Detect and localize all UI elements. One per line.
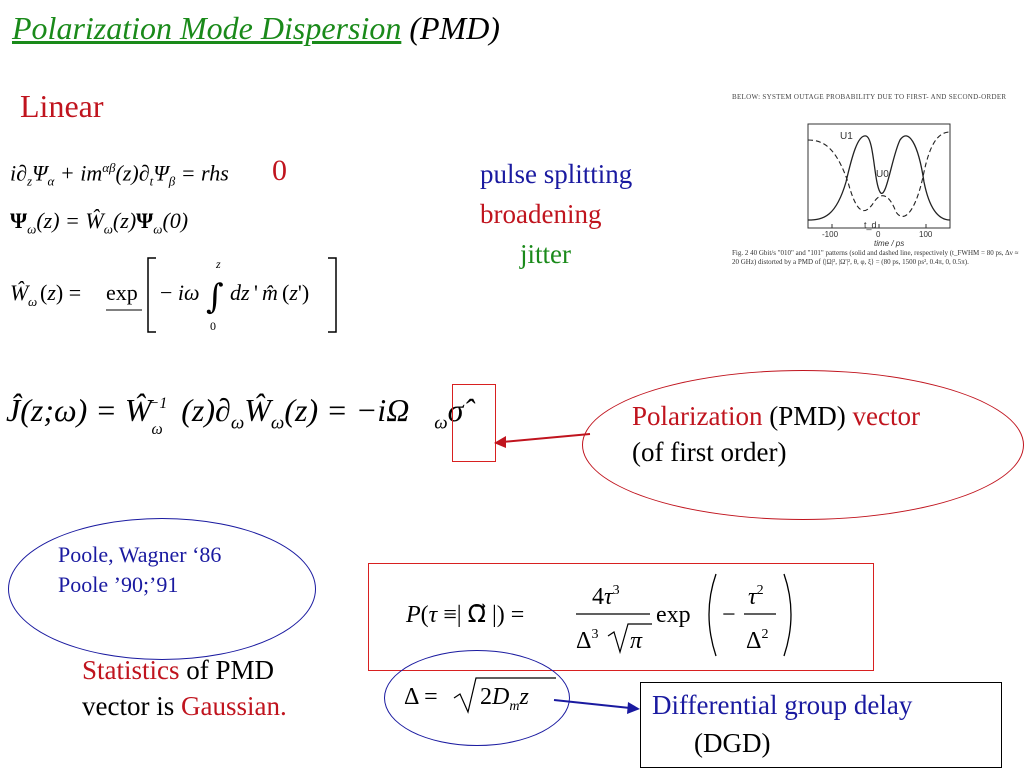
- delta-callout: [384, 650, 570, 746]
- probability-box: [368, 563, 874, 671]
- statistics-text: Statistics of PMD vector is Gaussian.: [82, 652, 287, 724]
- curve-label-u1: U1: [840, 131, 853, 142]
- svg-text:exp: exp: [106, 280, 138, 305]
- svg-text:Δ2: Δ2: [746, 627, 768, 654]
- svg-text:P(τ ≡| Ω⃗ |) =: P(τ ≡| Ω⃗ |) =: [405, 602, 524, 628]
- section-label-linear: Linear: [20, 88, 104, 124]
- statistics-gaussian: Gaussian.: [180, 691, 287, 721]
- effect-broadening: broadening: [480, 199, 602, 229]
- title-suffix: (PMD): [409, 10, 500, 46]
- svg-text:4τ3: 4τ3: [592, 583, 620, 610]
- equation-2: Ψω(z) = Ŵω(z)Ψω(0): [10, 208, 189, 237]
- x-axis-label: time / ps: [874, 239, 905, 248]
- curve-label-u0: U0: [876, 169, 889, 180]
- pmd-word-vector: vector: [852, 401, 920, 431]
- svg-text:τ2: τ2: [748, 583, 764, 610]
- statistics-word: Statistics: [82, 655, 180, 685]
- svg-text:0: 0: [210, 319, 216, 333]
- pmd-word-pmd: (PMD): [762, 401, 853, 431]
- pmd-vector-text: Polarization (PMD) vector (of first orde…: [632, 398, 920, 470]
- svg-text:Δ3: Δ3: [576, 627, 598, 654]
- arrow-to-omega: [494, 433, 591, 448]
- effect-jitter: jitter: [520, 239, 571, 269]
- equation-3-svg: Ŵ ω (z) = exp − iω ∫ z 0 dz ' m̂ (z'): [10, 257, 337, 333]
- svg-text:∫: ∫: [206, 277, 224, 317]
- equation-6-svg: Δ = 2Dmz: [404, 677, 556, 714]
- svg-text:dz: dz: [230, 280, 250, 305]
- dgd-text: Differential group delay (DGD): [652, 686, 912, 762]
- svg-text:m̂: m̂: [262, 280, 278, 305]
- equation-5-svg: P(τ ≡| Ω⃗ |) = 4τ3 Δ3 π exp − τ2 Δ2: [405, 573, 792, 657]
- svg-text:−: −: [722, 602, 736, 628]
- svg-text:Δ =: Δ =: [404, 684, 438, 710]
- references-callout: [8, 518, 316, 660]
- effects-list: pulse splitting broadening jitter: [480, 154, 632, 274]
- pulse-figure: BELOW: SYSTEM OUTAGE PROBABILITY DUE TO …: [724, 92, 1024, 284]
- svg-text:ω: ω: [28, 294, 37, 309]
- omega-highlight-box: [452, 384, 496, 462]
- figure-caption: Fig. 2 40 Gbit/s "010" and "101" pattern…: [732, 249, 1019, 266]
- svg-text:− iω: − iω: [160, 280, 200, 305]
- svg-text:Ŵ: Ŵ: [10, 280, 30, 305]
- svg-text:π: π: [630, 628, 643, 654]
- equation-1-zero: 0: [272, 154, 287, 187]
- svg-text:z: z: [215, 257, 221, 271]
- marker-label-td: t_d: [864, 220, 877, 230]
- svg-text:exp: exp: [656, 602, 691, 628]
- figure-header: BELOW: SYSTEM OUTAGE PROBABILITY DUE TO …: [732, 93, 1007, 101]
- page-title: Polarization Mode Dispersion (PMD): [12, 10, 500, 47]
- x-tick-0: 0: [876, 230, 881, 239]
- reference-line-2: Poole ’90;’91: [58, 572, 179, 597]
- svg-text:(z'): (z'): [282, 280, 309, 305]
- equation-4: Ĵ(z;ω) = Ŵω−1(z)∂ωŴω(z) = −iΩ⃗ωσ̂⃗: [6, 392, 489, 438]
- references-text: Poole, Wagner ‘86 Poole ’90;’91: [58, 540, 221, 600]
- equation-3: Ŵ ω (z) = exp − iω ∫ z 0 dz ' m̂ (z'): [10, 250, 340, 340]
- x-tick-100: 100: [919, 230, 933, 239]
- svg-text:': ': [254, 280, 258, 305]
- equation-1: i∂zΨα + imαβ(z)∂tΨβ = rhs: [10, 160, 229, 189]
- x-tick-minus100: -100: [822, 230, 839, 239]
- dgd-line-2: (DGD): [694, 728, 771, 758]
- title-main: Polarization Mode Dispersion: [12, 10, 402, 46]
- statistics-vector-is: vector is: [82, 691, 181, 721]
- dgd-line-1: Differential group delay: [652, 690, 913, 720]
- svg-text:(z) =: (z) =: [40, 280, 81, 305]
- pmd-word-polarization: Polarization: [632, 401, 763, 431]
- statistics-of-pmd: of PMD: [179, 655, 275, 685]
- pmd-first-order: (of first order): [632, 437, 787, 467]
- figure-plot-svg: [807, 123, 951, 229]
- svg-text:2Dmz: 2Dmz: [480, 684, 529, 714]
- effect-pulse-splitting: pulse splitting: [480, 159, 633, 189]
- arrow-to-dgd: [553, 699, 640, 714]
- reference-line-1: Poole, Wagner ‘86: [58, 542, 222, 567]
